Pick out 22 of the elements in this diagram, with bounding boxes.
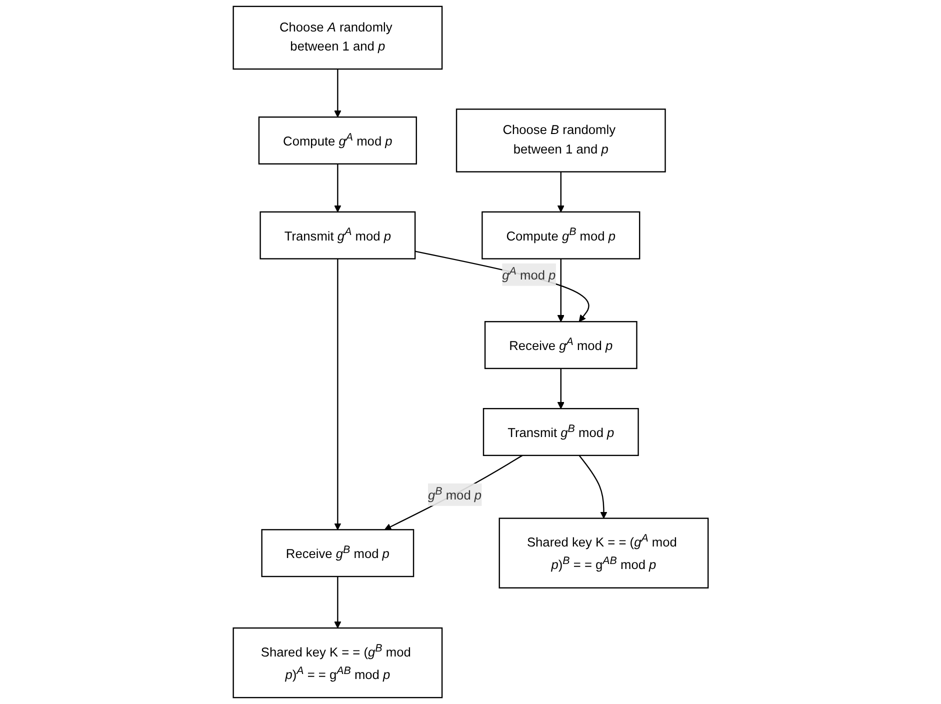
arrow: [334, 576, 341, 628]
arrow: [384, 454, 522, 530]
node-box: Transmit g$^{B}$ mod p: [482, 408, 639, 456]
edge-label: g$^{B}$ mod p: [428, 485, 482, 503]
node-box: Transmit g$^{A}$ mod p: [259, 211, 416, 260]
arrow: [334, 164, 341, 212]
node-box: Compute g$^{A}$ mod p: [258, 116, 417, 164]
arrow: [557, 258, 564, 322]
arrow: [578, 455, 608, 519]
edge-label: g$^{A}$ mod p: [502, 265, 556, 283]
arrow: [334, 258, 341, 530]
node-box: Compute g$^{B}$ mod p: [481, 211, 640, 260]
node-box: Shared key K = = (g$^{A}$ mod p)$^{B}$ = = g$^{AB}$ mod p: [498, 518, 708, 588]
node-box: Receive g$^{B}$ mod p: [261, 529, 414, 578]
node-box: Choose A randomly between 1 and p: [232, 6, 442, 70]
node-box: Receive g$^{A}$ mod p: [484, 321, 638, 370]
arrow: [557, 368, 564, 409]
arrow: [414, 250, 590, 322]
node-box: Shared key K = = (g$^{B}$ mod p)$^{A}$ = = g$^{AB}$ mod p: [232, 627, 442, 698]
node-box: Choose B randomly between 1 and p: [456, 108, 666, 172]
arrow: [557, 172, 564, 212]
arrow: [334, 69, 341, 118]
